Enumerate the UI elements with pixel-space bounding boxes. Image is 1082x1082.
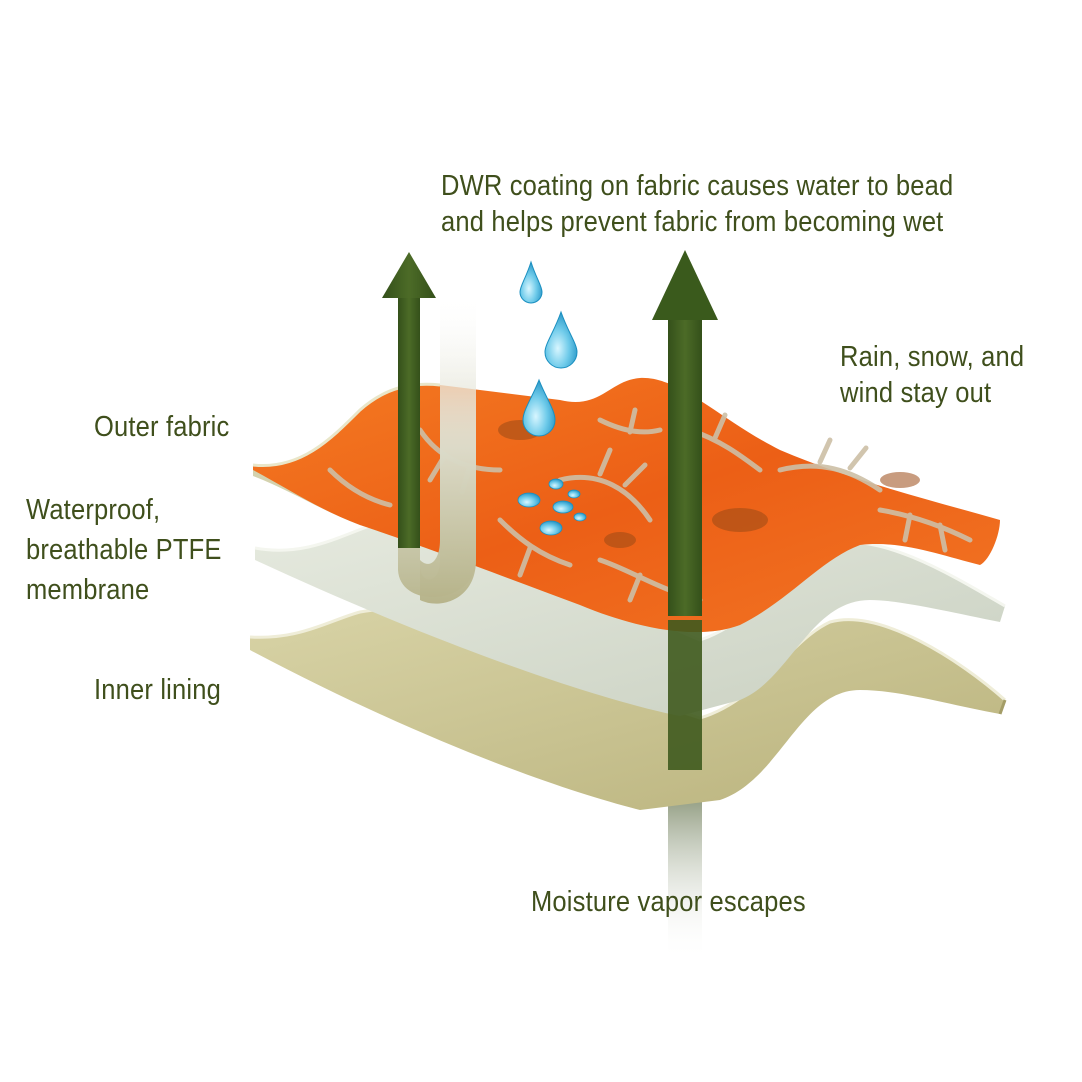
vapor-column-bottom [668, 780, 702, 960]
membrane-line-1: Waterproof, [26, 494, 161, 526]
water-drop-icon [519, 260, 578, 437]
dwr-coating-label: DWR coating on fabric causes water to be… [441, 168, 953, 240]
vapor-arrow [652, 250, 718, 770]
inner-lining-text: Inner lining [94, 674, 221, 706]
dwr-line-2: and helps prevent fabric from becoming w… [441, 206, 944, 238]
rain-line-1: Rain, snow, and [840, 341, 1025, 373]
membrane-line-3: membrane [26, 574, 150, 606]
rain-deflection-path [398, 290, 476, 604]
moisture-vapor-text: Moisture vapor escapes [531, 886, 806, 918]
membrane-label: Waterproof, breathable PTFE membrane [26, 490, 222, 610]
dwr-line-1: DWR coating on fabric causes water to be… [441, 170, 954, 202]
membrane-line-2: breathable PTFE [26, 534, 222, 566]
water-beads [517, 478, 587, 536]
inner-lining-layer [249, 608, 1007, 810]
outer-fabric-label: Outer fabric [94, 409, 229, 445]
up-arrow-icon [382, 252, 436, 548]
outer-fabric-text: Outer fabric [94, 411, 230, 443]
inner-lining-label: Inner lining [94, 672, 221, 708]
rain-line-2: wind stay out [840, 377, 992, 409]
rain-snow-wind-label: Rain, snow, and wind stay out [840, 339, 1024, 411]
moisture-vapor-label: Moisture vapor escapes [531, 884, 806, 920]
